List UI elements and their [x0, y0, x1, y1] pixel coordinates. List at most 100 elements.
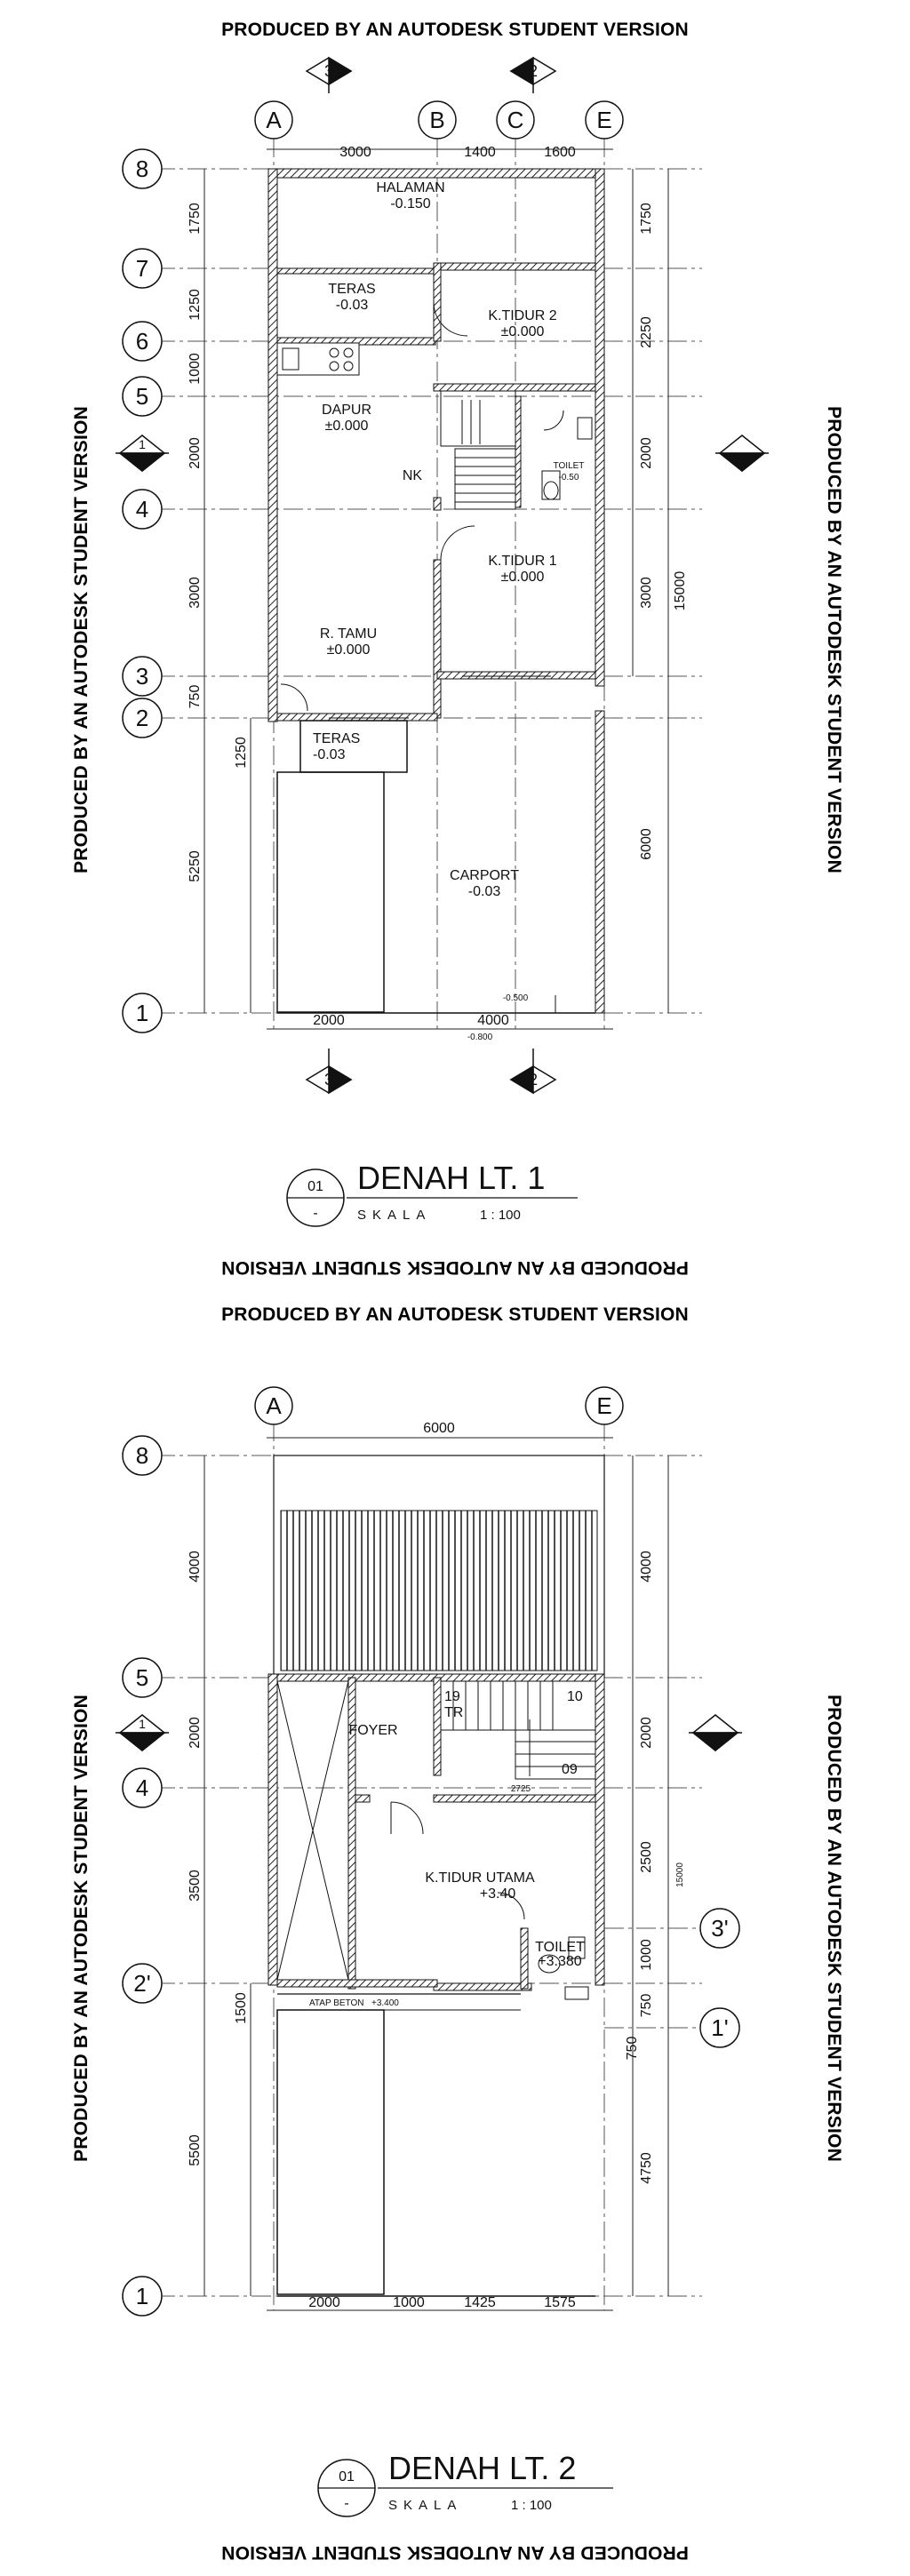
- dim-total: 15000: [673, 571, 688, 611]
- dim-right-2: 2250: [639, 316, 654, 348]
- p2-dim-left-5: 5500: [188, 2134, 203, 2166]
- room-halaman: HALAMAN: [376, 180, 444, 195]
- p2-dim-bottom-3: 1425: [464, 2295, 496, 2310]
- p2-row-1p: 1': [711, 2014, 728, 2041]
- section-2-bottom: 2: [529, 1071, 538, 1089]
- title-2-scale-word: SKALA: [388, 2498, 462, 2513]
- row-4: 4: [136, 496, 148, 522]
- dim-top-2: 1400: [464, 145, 496, 160]
- p2-dim-left-3: 3500: [188, 1870, 203, 1902]
- dim-left-3: 1000: [188, 353, 203, 385]
- room-teras-bottom-level: -0.03: [313, 747, 346, 762]
- section-3-top: 3: [324, 62, 333, 80]
- watermark-bottom-1: PRODUCED BY AN AUTODESK STUDENT VERSION: [221, 1257, 689, 1278]
- p2-section-1-left: 1: [139, 1717, 146, 1731]
- dim-top-3: 1600: [544, 145, 576, 160]
- title-1-scale-word: SKALA: [357, 1208, 431, 1223]
- title-1-number: 01: [307, 1179, 323, 1194]
- row-2: 2: [136, 705, 148, 731]
- dim-left-5: 3000: [188, 577, 203, 609]
- watermark-top-2: PRODUCED BY AN AUTODESK STUDENT VERSION: [221, 1304, 689, 1325]
- dim-left-2: 1250: [188, 289, 203, 321]
- p2-room-ktidur-utama-level: +3.40: [480, 1886, 516, 1902]
- room-teras-bottom: TERAS: [313, 731, 360, 746]
- watermark-left-1: PRODUCED BY AN AUTODESK STUDENT VERSION: [71, 406, 92, 873]
- room-ruang-tamu-level: ±0.000: [327, 642, 371, 658]
- p2-dim-right-2: 2000: [639, 1717, 654, 1749]
- p2-row-8: 8: [136, 1442, 148, 1469]
- plan-1: [116, 56, 769, 1227]
- row-7: 7: [136, 255, 148, 282]
- p2-row-1: 1: [136, 2283, 148, 2309]
- p2-dim-bottom-2: 1000: [393, 2295, 425, 2310]
- room-dapur-level: ±0.000: [325, 419, 369, 434]
- room-carport: CARPORT: [450, 868, 519, 883]
- p2-stair-19: 19: [444, 1689, 460, 1704]
- watermark-left-2: PRODUCED BY AN AUTODESK STUDENT VERSION: [71, 1695, 92, 2162]
- p2-stair-tr: TR: [444, 1705, 463, 1720]
- column-A: A: [266, 107, 282, 133]
- p2-row-3p: 3': [711, 1915, 728, 1942]
- room-carport-level: -0.03: [468, 884, 501, 899]
- watermark-right-2: PRODUCED BY AN AUTODESK STUDENT VERSION: [824, 1695, 844, 2162]
- p2-room-toilet: TOILET: [535, 1940, 585, 1955]
- p2-row-5: 5: [136, 1664, 148, 1691]
- p2-dim-right-3: 2500: [639, 1841, 654, 1873]
- row-3: 3: [136, 663, 148, 690]
- p2-room-foyer: FOYER: [348, 1723, 397, 1738]
- title-1-scale-value: 1 : 100: [480, 1208, 521, 1223]
- room-nk: NK: [403, 468, 423, 483]
- p2-room-ktidur-utama: K.TIDUR UTAMA: [425, 1870, 535, 1886]
- column-B: B: [429, 107, 444, 133]
- level-minus-0500: -0.500: [503, 993, 529, 1003]
- room-dapur: DAPUR: [322, 403, 371, 418]
- title-2-number: 01: [339, 2469, 355, 2484]
- p2-atap-beton: ATAP BETON: [309, 1998, 364, 2008]
- p2-dim-top: 6000: [423, 1421, 455, 1436]
- p2-dim-bottom-1: 2000: [308, 2295, 340, 2310]
- p2-column-A: A: [266, 1392, 282, 1419]
- section-3-bottom: 3: [324, 1071, 333, 1089]
- column-C: C: [507, 107, 524, 133]
- column-E: E: [596, 107, 611, 133]
- room-halaman-level: -0.150: [390, 196, 430, 211]
- room-toilet-level: -0.50: [559, 473, 579, 483]
- p2-column-E: E: [596, 1392, 611, 1419]
- row-5: 5: [136, 383, 148, 410]
- dim-left-8: 5250: [188, 850, 203, 882]
- title-2-scale-value: 1 : 100: [511, 2498, 552, 2513]
- room-ktidur-1: K.TIDUR 1: [488, 554, 556, 569]
- watermark-right-1: PRODUCED BY AN AUTODESK STUDENT VERSION: [824, 406, 844, 873]
- p2-room-toilet-level: +3.380: [538, 1954, 581, 1969]
- plan-1-labels: A B C E 8 7 6 5 4 3 2 1 3 2 3 2 1 1 3000…: [136, 62, 746, 1223]
- row-8: 8: [136, 156, 148, 182]
- p2-dim-total: 15000: [675, 1862, 685, 1887]
- plan-2-labels: A E 8 5 4 2' 1 3' 1' 1 1 6000 2000 1000 …: [133, 1392, 728, 2513]
- dim-right-5: 6000: [639, 828, 654, 860]
- p2-dim-left-1: 4000: [188, 1551, 203, 1583]
- row-1: 1: [136, 1000, 148, 1026]
- room-ruang-tamu: R. TAMU: [320, 626, 377, 642]
- title-2-sheet: -: [344, 2496, 348, 2511]
- dim-top-1: 3000: [339, 145, 371, 160]
- p2-dim-right-4: 1000: [639, 1939, 654, 1971]
- room-ktidur-2: K.TIDUR 2: [488, 308, 556, 323]
- section-1-right: 1: [738, 454, 746, 468]
- dim-right-1: 1750: [639, 203, 654, 235]
- p2-stair-10: 10: [567, 1689, 583, 1704]
- title-1: DENAH LT. 1: [357, 1160, 545, 1196]
- p2-row-2p: 2': [133, 1970, 150, 1997]
- room-teras-top-level: -0.03: [336, 298, 369, 313]
- p2-atap-beton-level: +3.400: [371, 1998, 399, 2008]
- dim-left-7: 1250: [234, 737, 249, 769]
- dim-left-1: 1750: [188, 203, 203, 235]
- plan-2: [116, 1386, 742, 2517]
- room-ktidur-1-level: ±0.000: [501, 570, 545, 585]
- dim-left-6: 750: [188, 685, 203, 709]
- p2-dim-left-2: 2000: [188, 1717, 203, 1749]
- p2-section-1-right: 1: [712, 1734, 719, 1748]
- watermark-bottom-2: PRODUCED BY AN AUTODESK STUDENT VERSION: [221, 2542, 689, 2563]
- dim-right-3: 2000: [639, 437, 654, 469]
- p2-dim-right-1: 4000: [639, 1551, 654, 1583]
